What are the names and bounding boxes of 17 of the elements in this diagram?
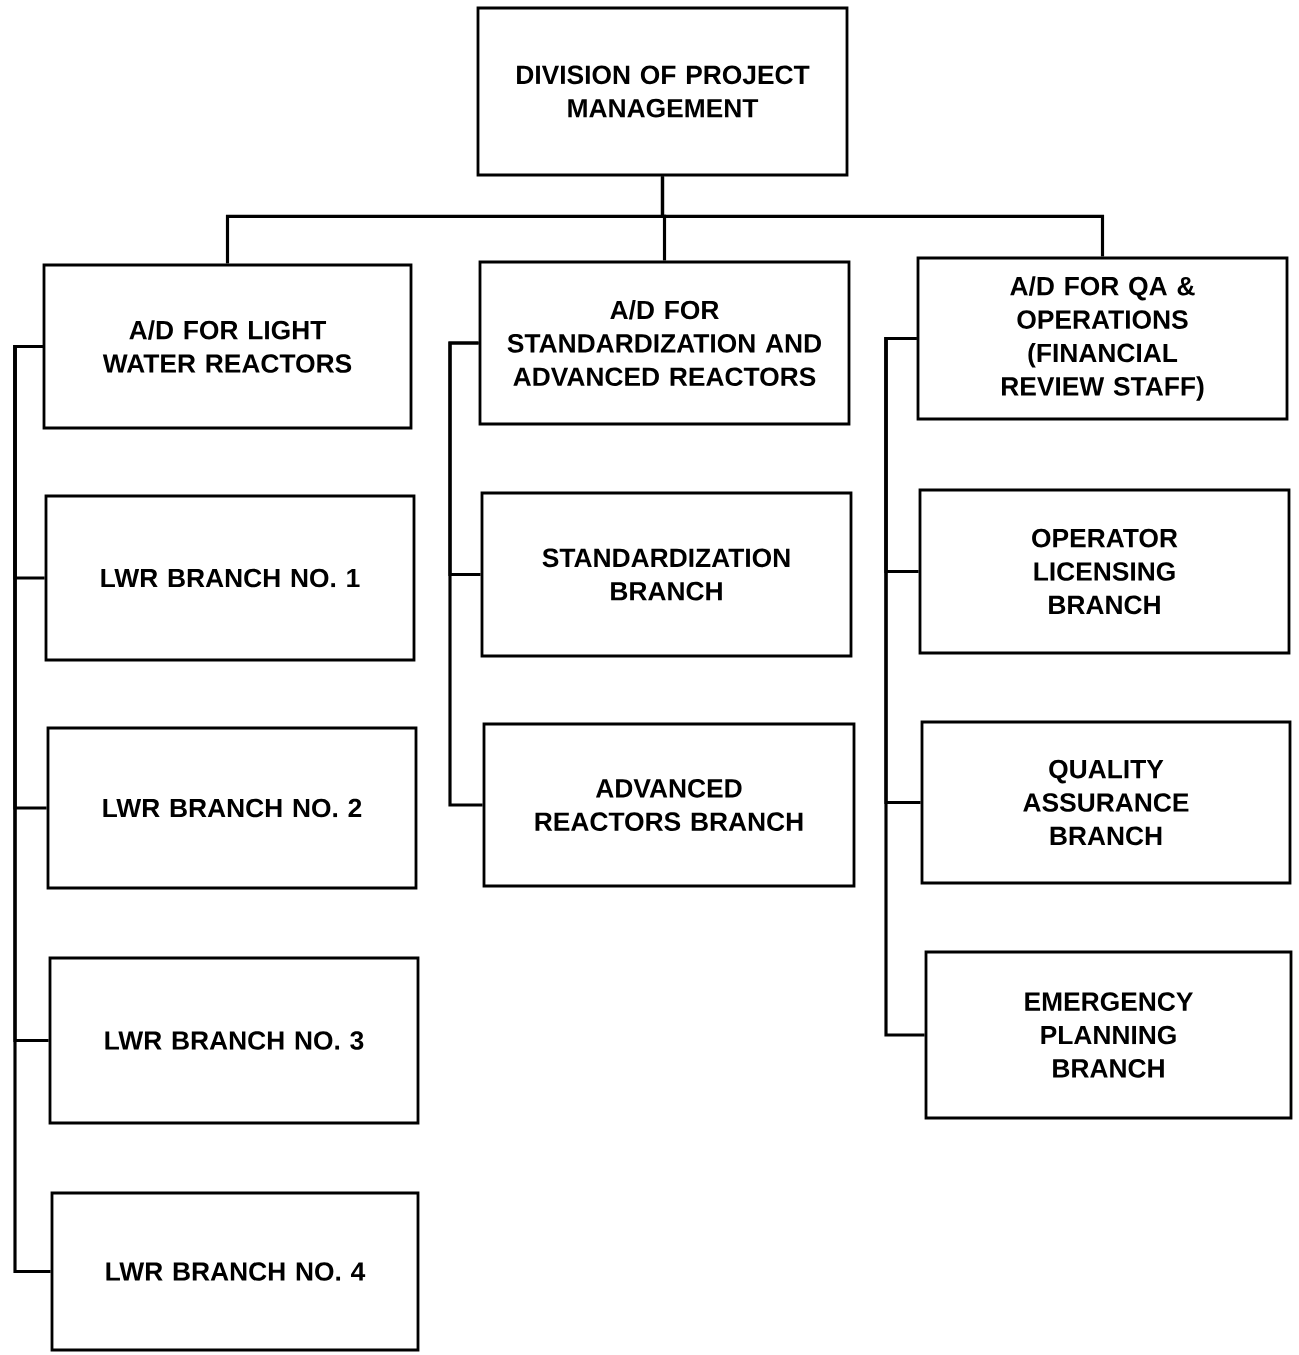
- org-box: STANDARDIZATION BRANCH: [480, 491, 853, 658]
- org-box: LWR BRANCH NO. 3: [48, 956, 420, 1125]
- connector-line: [13, 344, 51, 1274]
- org-box: ADVANCED REACTORS BRANCH: [482, 722, 856, 888]
- org-box: A/D FOR STANDARDIZATION AND ADVANCED REACTORS: [478, 260, 851, 426]
- org-box: LWR BRANCH NO. 1: [44, 494, 416, 662]
- connector-line: [660, 176, 1105, 257]
- org-box: QUALITY ASSURANCE BRANCH: [920, 720, 1292, 885]
- org-box: DIVISION OF PROJECT MANAGEMENT: [476, 6, 849, 177]
- org-box: LWR BRANCH NO. 4: [50, 1191, 420, 1352]
- connector-line: [884, 336, 925, 1037]
- org-box: OPERATOR LICENSING BRANCH: [918, 488, 1291, 655]
- org-box: A/D FOR LIGHT WATER REACTORS: [42, 263, 413, 430]
- org-box: A/D FOR QA & OPERATIONS (FINANCIAL REVIEW STAFF): [916, 256, 1289, 421]
- org-box: EMERGENCY PLANNING BRANCH: [924, 950, 1293, 1120]
- connector-line: [448, 341, 483, 807]
- org-box: LWR BRANCH NO. 2: [46, 726, 418, 890]
